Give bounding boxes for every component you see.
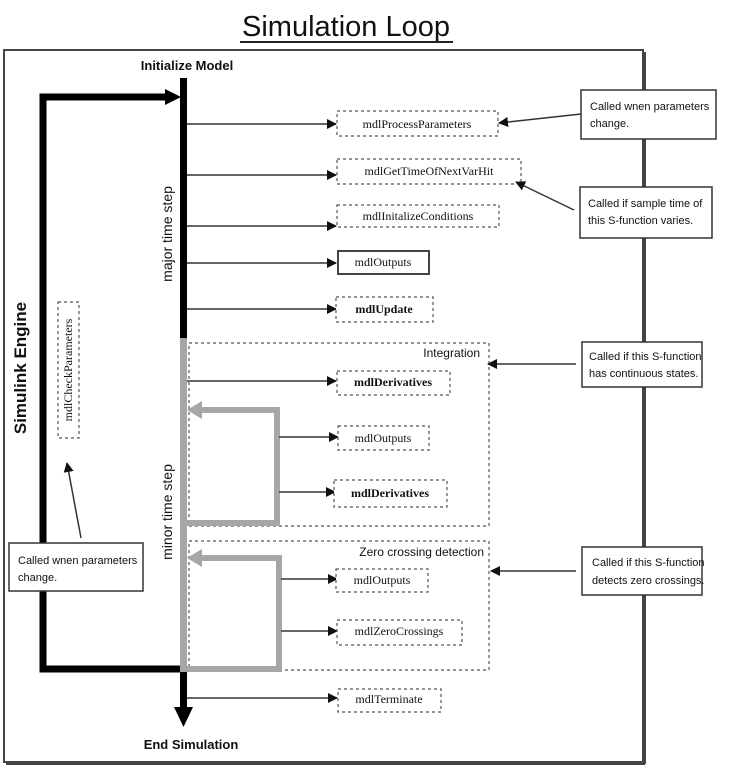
callback-check-parameters: mdlCheckParameters bbox=[57, 301, 80, 439]
major-time-step-label: major time step bbox=[159, 186, 175, 282]
derivatives-2-label: mdlDerivatives bbox=[351, 486, 429, 500]
note-zero-crossings: Called if this S-function detects zero c… bbox=[490, 546, 705, 596]
note-continuous-states-line2: has continuous states. bbox=[589, 368, 698, 380]
callback-zero-crossings: mdlZeroCrossings bbox=[336, 619, 463, 646]
callback-process-parameters: mdlProcessParameters bbox=[336, 110, 499, 137]
note-continuous-states-line1: Called if this S-function bbox=[589, 351, 702, 363]
derivatives-1-label: mdlDerivatives bbox=[354, 375, 432, 389]
outputs-integration-label: mdlOutputs bbox=[355, 431, 412, 445]
minor-time-step-label: minor time step bbox=[159, 464, 175, 560]
note-params-left-line2: change. bbox=[18, 572, 57, 584]
note-sample-time: Called if sample time of this S-function… bbox=[515, 181, 713, 239]
callback-outputs-zero-crossing: mdlOutputs bbox=[335, 568, 429, 593]
update-label: mdlUpdate bbox=[355, 302, 413, 316]
note-params-left: Called wnen parameters change. bbox=[8, 462, 144, 592]
end-arrow-icon bbox=[174, 707, 193, 727]
major-step-bar bbox=[180, 78, 187, 340]
callback-outputs-integration: mdlOutputs bbox=[337, 425, 430, 451]
call-lines bbox=[187, 119, 339, 703]
check-parameters-label: mdlCheckParameters bbox=[61, 318, 75, 421]
callback-get-time-of-next-var-hit: mdlGetTimeOfNextVarHit bbox=[336, 158, 522, 185]
outer-frame bbox=[3, 49, 646, 765]
initialize-model-label: Initialize Model bbox=[141, 58, 233, 73]
outputs-major-label: mdlOutputs bbox=[355, 255, 412, 269]
termination-bar bbox=[180, 672, 187, 708]
callback-derivatives-1: mdlDerivatives bbox=[336, 370, 451, 396]
callback-outputs-major: mdlOutputs bbox=[337, 250, 430, 275]
zero-crossing-group: Zero crossing detection bbox=[188, 540, 490, 671]
zero-crossings-label: mdlZeroCrossings bbox=[355, 624, 444, 638]
diagram-title: Simulation Loop bbox=[242, 11, 450, 43]
note-params-right: Called wnen parameters change. bbox=[498, 89, 717, 140]
note-continuous-states: Called if this S-function has continuous… bbox=[487, 341, 703, 388]
initialize-conditions-label: mdlInitalizeConditions bbox=[363, 209, 474, 223]
note-params-right-line2: change. bbox=[590, 118, 629, 130]
callback-derivatives-2: mdlDerivatives bbox=[333, 479, 448, 508]
get-time-of-next-var-hit-label: mdlGetTimeOfNextVarHit bbox=[365, 164, 495, 178]
callback-update: mdlUpdate bbox=[335, 296, 434, 323]
loop-arrowhead-icon bbox=[165, 89, 181, 105]
note-params-left-line1: Called wnen parameters bbox=[18, 555, 138, 567]
note-params-right-line1: Called wnen parameters bbox=[590, 101, 710, 113]
simulink-engine-label: Simulink Engine bbox=[11, 302, 30, 434]
callback-terminate: mdlTerminate bbox=[337, 688, 442, 713]
note-sample-time-line2: this S-function varies. bbox=[588, 215, 693, 227]
minor-step-bar bbox=[180, 338, 187, 672]
integration-loop bbox=[187, 401, 280, 526]
engine-loop bbox=[39, 89, 182, 673]
zero-crossing-loop-arrow-icon bbox=[187, 549, 202, 567]
end-simulation-label: End Simulation bbox=[144, 737, 239, 752]
integration-group: Integration bbox=[188, 342, 490, 527]
note-zero-crossings-line2: detects zero crossings. bbox=[592, 575, 705, 587]
note-zero-crossings-line1: Called if this S-function bbox=[592, 557, 705, 569]
integration-group-label: Integration bbox=[423, 346, 480, 360]
note-sample-time-line1: Called if sample time of bbox=[588, 198, 703, 210]
zero-crossing-group-label: Zero crossing detection bbox=[359, 545, 484, 559]
outputs-zero-crossing-label: mdlOutputs bbox=[354, 573, 411, 587]
terminate-label: mdlTerminate bbox=[355, 692, 422, 706]
process-parameters-label: mdlProcessParameters bbox=[363, 117, 472, 131]
integration-loop-arrow-icon bbox=[187, 401, 202, 419]
callback-initialize-conditions: mdlInitalizeConditions bbox=[336, 204, 500, 228]
zero-crossing-loop bbox=[187, 549, 282, 672]
